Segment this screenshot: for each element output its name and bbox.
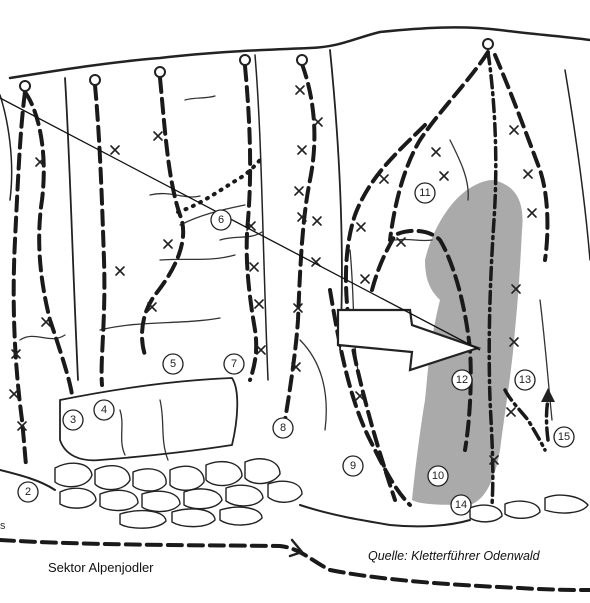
route-label-12: 12 xyxy=(452,370,472,390)
route-label-3: 3 xyxy=(63,410,83,430)
svg-text:13: 13 xyxy=(519,374,531,386)
boulder-block xyxy=(60,378,237,460)
svg-text:7: 7 xyxy=(231,358,237,370)
svg-text:11: 11 xyxy=(419,187,430,199)
source-caption: Quelle: Kletterführer Odenwald xyxy=(356,540,590,572)
svg-text:14: 14 xyxy=(455,499,467,511)
route-label-5: 5 xyxy=(163,354,183,374)
route-label-2: 2 xyxy=(18,482,38,502)
route-label-7: 7 xyxy=(224,354,244,374)
route-label-6: 6 xyxy=(211,210,231,230)
sector-caption: Sektor Alpenjodler xyxy=(38,550,250,586)
svg-text:4: 4 xyxy=(101,404,107,416)
edge-text: s xyxy=(0,520,6,532)
route-label-4: 4 xyxy=(94,400,114,420)
route-label-14: 14 xyxy=(451,495,471,515)
route-label-10: 10 xyxy=(428,466,448,486)
svg-text:8: 8 xyxy=(280,422,286,434)
svg-text:6: 6 xyxy=(218,214,224,226)
svg-text:5: 5 xyxy=(170,358,176,370)
svg-text:9: 9 xyxy=(350,460,356,472)
route-label-15: 15 xyxy=(554,427,574,447)
svg-text:2: 2 xyxy=(25,486,31,498)
route-label-8: 8 xyxy=(273,418,293,438)
ground-line xyxy=(0,470,470,526)
route-label-9: 9 xyxy=(343,456,363,476)
svg-text:3: 3 xyxy=(70,414,76,426)
arrow-up-icon xyxy=(541,388,555,402)
svg-text:10: 10 xyxy=(432,470,444,482)
svg-text:15: 15 xyxy=(558,431,570,443)
route-label-13: 13 xyxy=(515,370,535,390)
svg-text:12: 12 xyxy=(456,374,468,386)
base-boulders xyxy=(55,459,588,528)
route-label-11: 11 xyxy=(415,183,435,203)
